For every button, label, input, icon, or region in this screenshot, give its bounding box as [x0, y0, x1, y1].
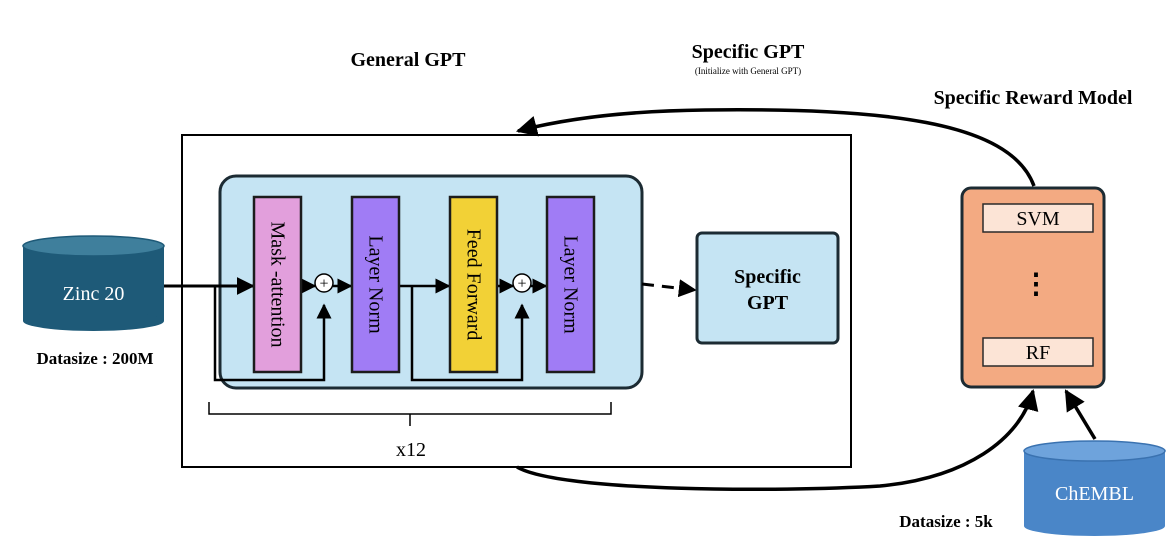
add-symbol-2: + — [517, 276, 526, 293]
svm-label: SVM — [1016, 208, 1060, 230]
zinc-top — [22, 235, 165, 257]
chembl-label: ChEMBL — [1055, 483, 1134, 505]
chembl-bottom — [1024, 516, 1165, 536]
block-feed-forward: Feed Forward — [448, 195, 499, 374]
general-gpt-title: General GPT — [351, 49, 467, 71]
block-layer-norm-1: Layer Norm — [350, 195, 401, 374]
specific-gpt-note: (Initialize with General GPT) — [695, 66, 801, 76]
block-label-mask-attention: Mask -attention — [267, 221, 289, 347]
specific-gpt-line2: GPT — [747, 292, 789, 314]
reward-ellipsis: ⋮ — [1022, 269, 1050, 300]
repeat-label: x12 — [396, 439, 426, 461]
block-label-feed-forward: Feed Forward — [463, 229, 485, 341]
residual-path-1 — [213, 286, 332, 382]
reward-model-panel: SVM ⋮ RF — [960, 186, 1106, 389]
specific-gpt-box: Specific GPT — [695, 231, 840, 345]
add-node-2: + — [512, 273, 532, 293]
rf-label: RF — [1026, 342, 1050, 364]
zinc-database: Zinc 20 — [22, 235, 165, 331]
zinc-bottom — [23, 311, 164, 331]
chembl-body — [1024, 451, 1165, 526]
chembl-top — [1023, 440, 1166, 462]
specific-gpt-line1: Specific — [734, 266, 801, 288]
add-symbol-1: + — [319, 276, 328, 293]
chembl-database: ChEMBL — [1023, 440, 1166, 536]
curve-reward-to-gpt — [515, 108, 1036, 187]
zinc-label: Zinc 20 — [63, 283, 125, 305]
transformer-panel — [218, 174, 644, 390]
svm-box — [982, 203, 1094, 233]
residual-path-2 — [410, 286, 530, 382]
block-layer-norm-2: Layer Norm — [545, 195, 596, 374]
specific-gpt-title: Specific GPT — [692, 41, 805, 63]
curve-gpt-to-reward — [516, 388, 1039, 492]
reward-model-title: Specific Reward Model — [934, 87, 1133, 109]
zinc-body — [23, 246, 164, 321]
arrow-chembl-to-reward — [1064, 389, 1097, 440]
block-mask-attention: Mask -attention — [252, 195, 303, 374]
rf-box — [982, 337, 1094, 367]
block-label-layer-norm-2: Layer Norm — [560, 235, 582, 334]
dashed-arrow-to-specific-gpt — [641, 279, 697, 298]
block-label-layer-norm-1: Layer Norm — [365, 235, 387, 334]
repeat-brace — [208, 402, 612, 426]
zinc-datasize: Datasize : 200M — [36, 349, 153, 368]
add-node-1: + — [314, 273, 334, 293]
chembl-datasize: Datasize : 5k — [899, 512, 993, 531]
